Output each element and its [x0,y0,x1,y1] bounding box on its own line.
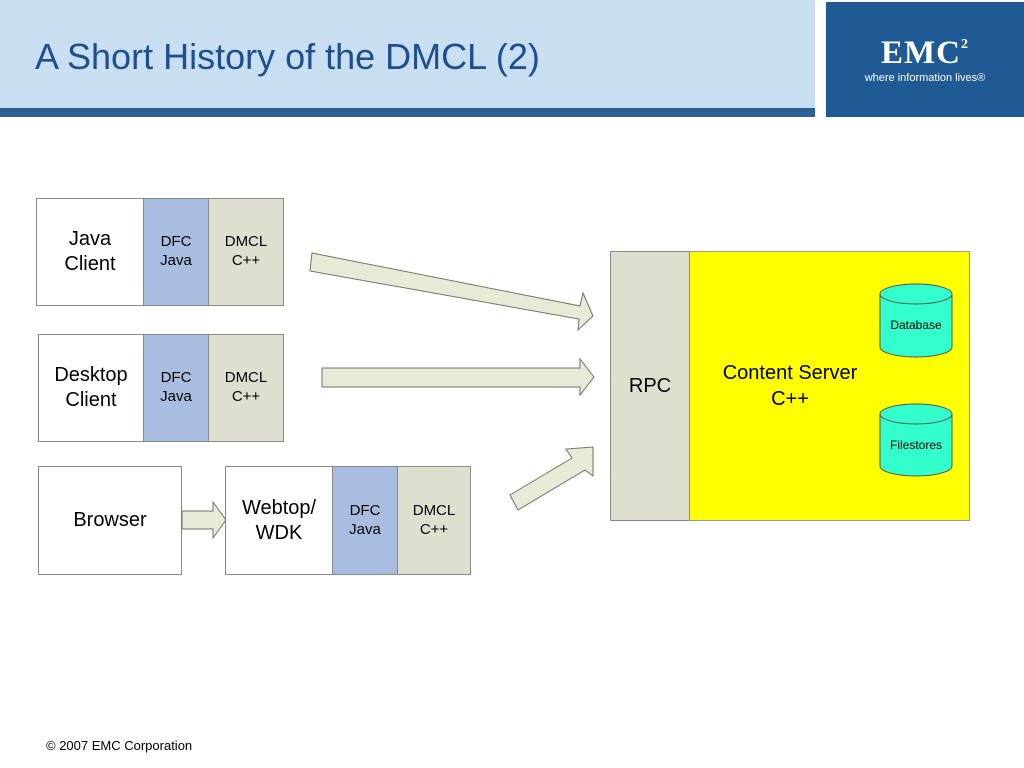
desktop-client-dfc-box: DFC Java [143,334,209,442]
logo-wordmark: EMC2 [881,35,969,71]
java-client-box: Java Client [36,198,144,306]
desktop-client-dmcl-box: DMCL C++ [208,334,284,442]
webtop-dmcl-box: DMCL C++ [397,466,471,575]
arrow-desktop-to-rpc [321,357,595,397]
database-cylinder-icon [879,283,953,358]
copyright-footer: © 2007 EMC Corporation [46,738,193,753]
java-client-dmcl-box: DMCL C++ [208,198,284,306]
filestores-cylinder-icon [879,403,953,477]
content-server-label: Content Server C++ [722,362,858,410]
webtop-wdk-box: Webtop/ WDK [225,466,333,575]
emc-logo: EMC2 where information lives® [826,2,1024,117]
title-band [0,0,815,110]
logo-tagline: where information lives® [864,72,986,84]
arrow-browser-to-webtop [181,500,227,540]
arrow-webtop-to-rpc [509,446,594,511]
arrow-java-to-rpc [309,252,594,332]
title-rule [0,108,815,117]
java-client-dfc-box: DFC Java [143,198,209,306]
webtop-dfc-box: DFC Java [332,466,398,575]
database-label: Database [890,318,942,332]
filestores-label: Filestores [889,438,942,452]
slide-title: A Short History of the DMCL (2) [35,36,540,77]
browser-box: Browser [38,466,182,575]
rpc-box: RPC [610,251,690,521]
